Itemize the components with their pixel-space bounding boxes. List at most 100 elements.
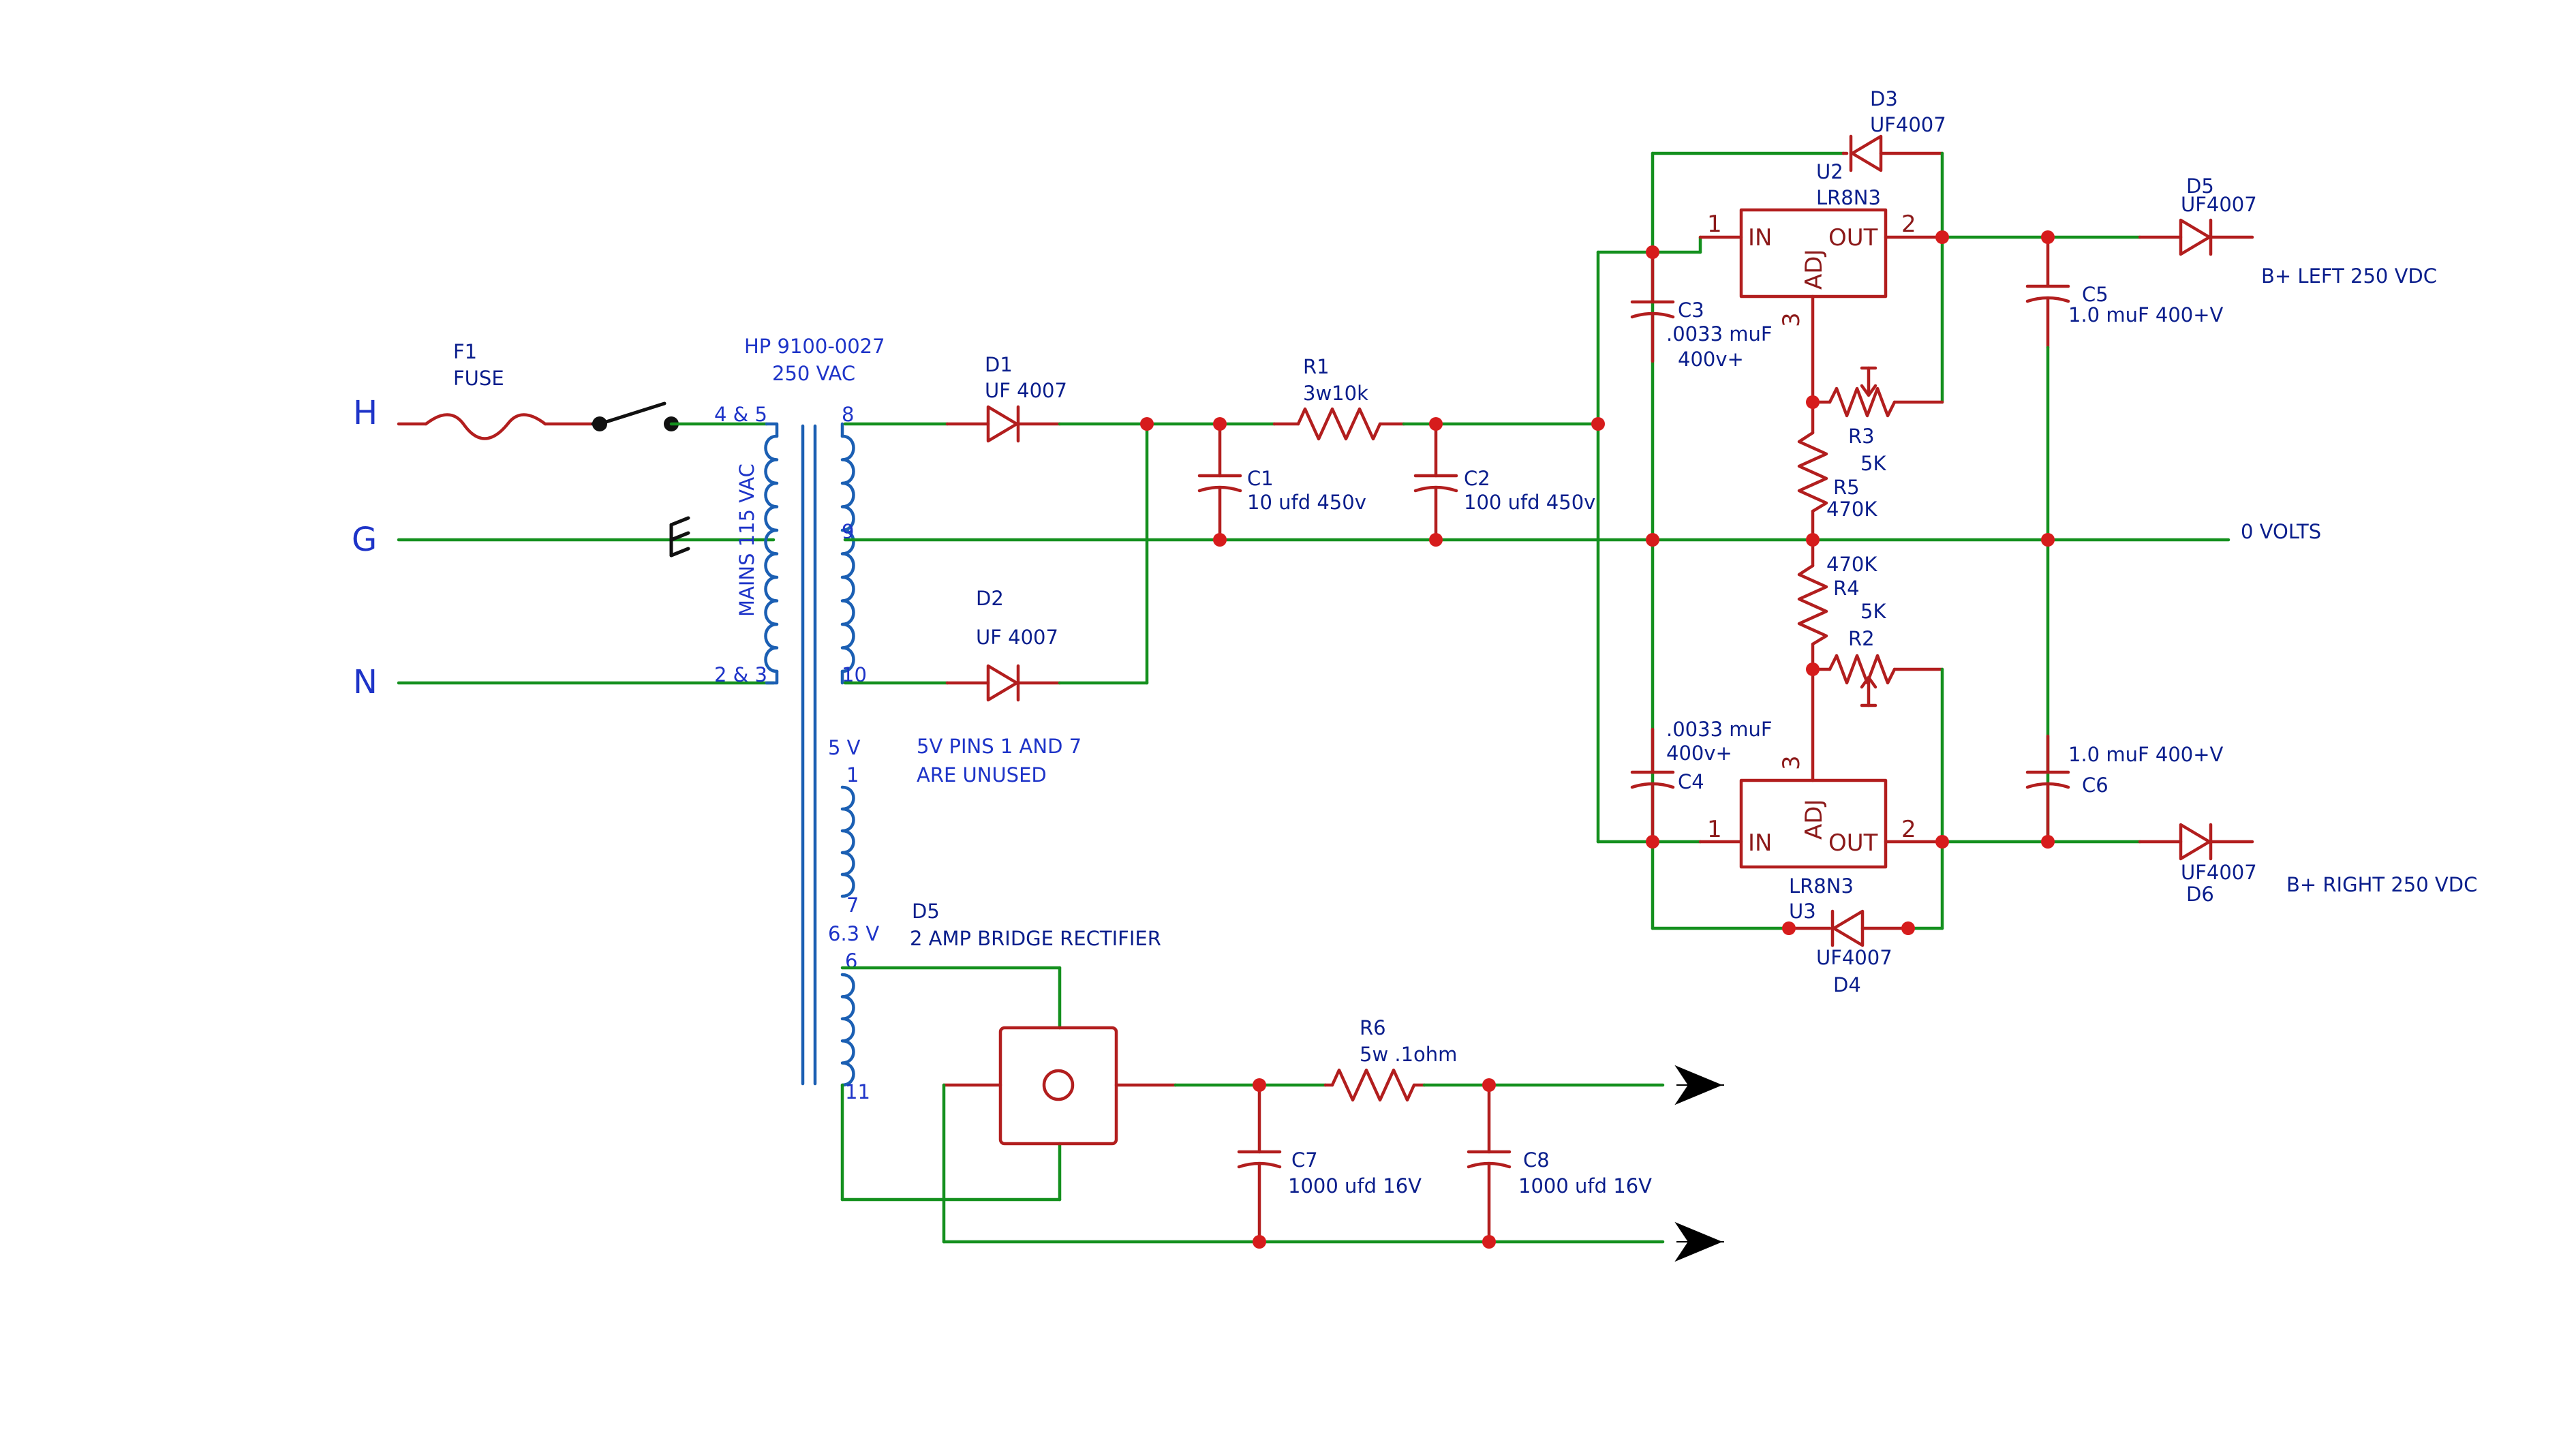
note-line-2: ARE UNUSED: [917, 763, 1047, 787]
zero-volts-label: 0 VOLTS: [2241, 520, 2321, 543]
bridge-rectifier: D5 2 AMP BRIDGE RECTIFIER: [910, 900, 1178, 1146]
r3-value: 5K: [1860, 452, 1886, 475]
right-regulator-section: 470K R4 5K R2 .0033 muF 400v+ C4: [1596, 520, 2477, 996]
u3-pin3: 3: [1778, 755, 1805, 770]
pin-7: 7: [846, 894, 859, 917]
output-right-label: B+ RIGHT 250 VDC: [2286, 873, 2477, 896]
c5-ref: C5: [2082, 283, 2109, 306]
d6-ref: D6: [2186, 883, 2214, 906]
hv-secondary-winding: [840, 434, 855, 673]
d2-ref: D2: [976, 587, 1004, 610]
c2-ref: C2: [1464, 467, 1490, 490]
c1-value: 10 ufd 450v: [1247, 491, 1366, 514]
primary-winding: [764, 434, 779, 673]
u2-adj-label: ADJ: [1800, 249, 1828, 290]
diode-d5: D5 UF4007: [2138, 174, 2257, 256]
note-line-1: 5V PINS 1 AND 7: [917, 735, 1082, 758]
mains-hot-label: H: [353, 394, 378, 432]
r4-ref: R4: [1833, 577, 1860, 600]
capacitor-c5: C5 1.0 muF 400+V: [2025, 235, 2224, 350]
output-left-label: B+ LEFT 250 VDC: [2261, 264, 2437, 288]
mains-input: H G N F1 FUSE: [352, 340, 776, 701]
pin-8: 8: [842, 403, 854, 426]
resistor-r1: R1 3w10k: [1272, 355, 1406, 441]
diode-d2: D2 UF 4007: [945, 587, 1062, 702]
chassis-ground-symbol: [669, 516, 690, 558]
c4-value: .0033 muF: [1666, 718, 1773, 741]
pin-11: 11: [845, 1080, 870, 1103]
heater-negative-arrow: [1674, 1221, 1724, 1262]
d6-value: UF4007: [2181, 861, 2257, 884]
u3-in-label: IN: [1748, 829, 1772, 857]
heater-positive-arrow: [1674, 1065, 1724, 1105]
power-switch: [592, 401, 679, 431]
c8-ref: C8: [1523, 1148, 1550, 1172]
c8-value: 1000 ufd 16V: [1518, 1174, 1652, 1198]
u2-pin2: 2: [1901, 211, 1916, 238]
u2-pin1: 1: [1707, 211, 1722, 238]
u3-pin2: 2: [1901, 816, 1916, 843]
transformer-primary-label: MAINS 115 VAC: [735, 463, 758, 617]
capacitor-c6: 1.0 muF 400+V C6: [2025, 734, 2224, 844]
hv-rectifier-filter: D1 UF 4007 D2 UF 4007 C1 10 ufd 450v: [843, 250, 2230, 844]
transformer: HP 9100-0027 250 VAC MAINS 115 VAC 4 & 5…: [714, 335, 1082, 1103]
d1-ref: D1: [985, 353, 1013, 376]
pins-4-5: 4 & 5: [714, 403, 767, 426]
pin-9: 9: [842, 520, 854, 543]
r2-ref: R2: [1848, 627, 1875, 650]
u2-in-label: IN: [1748, 224, 1772, 251]
c1-ref: C1: [1247, 467, 1274, 490]
r6-ref: R6: [1360, 1016, 1386, 1039]
d1-value: UF 4007: [985, 379, 1067, 402]
capacitor-c7: C7 1000 ufd 16V: [1237, 1083, 1422, 1244]
c6-value: 1.0 muF 400+V: [2068, 743, 2224, 766]
diode-d1: D1 UF 4007: [945, 353, 1067, 443]
bridge-ref: D5: [912, 900, 940, 923]
capacitor-c3: C3 .0033 muF 400v+: [1630, 250, 1773, 371]
c4-rating: 400v+: [1666, 742, 1732, 765]
u3-pin1: 1: [1707, 816, 1722, 843]
potentiometer-r2: 5K R2: [1811, 600, 1944, 707]
r3-ref: R3: [1848, 425, 1875, 448]
c6-ref: C6: [2082, 774, 2109, 797]
r1-ref: R1: [1303, 355, 1330, 378]
r4-value: 470K: [1826, 553, 1877, 576]
c7-value: 1000 ufd 16V: [1288, 1174, 1422, 1198]
u2-value: LR8N3: [1816, 186, 1881, 209]
c7-ref: C7: [1291, 1148, 1318, 1172]
u2-pin3: 3: [1778, 312, 1805, 327]
label-5v: 5 V: [828, 736, 861, 759]
u3-out-label: OUT: [1828, 829, 1878, 857]
fuse-f1: F1 FUSE: [397, 340, 602, 440]
regulator-u3: IN OUT ADJ 1 2 3 LR8N3 U3: [1698, 755, 1944, 923]
d4-value: UF4007: [1816, 946, 1892, 969]
r6-value: 5w .1ohm: [1360, 1043, 1457, 1066]
left-regulator-section: D3 UF4007 IN OUT ADJ 1 2 3 U2 LR8N3 C3 .…: [1596, 87, 2437, 930]
resistor-r6: R6 5w .1ohm: [1323, 1016, 1457, 1102]
c3-value: .0033 muF: [1666, 322, 1773, 346]
pin-1: 1: [846, 763, 859, 787]
d3-value: UF4007: [1870, 113, 1946, 136]
diode-d6: UF4007 D6: [2138, 823, 2257, 906]
capacitor-c2: C2 100 ufd 450v: [1413, 422, 1595, 542]
mains-neutral-label: N: [353, 663, 378, 701]
c3-rating: 400v+: [1678, 348, 1744, 371]
potentiometer-r3: R3 5K: [1811, 366, 1944, 475]
mains-ground-label: G: [352, 521, 377, 559]
label-6-3v: 6.3 V: [828, 922, 879, 945]
diode-d3: D3 UF4007: [1841, 87, 1946, 172]
r5-value: 470K: [1826, 498, 1877, 521]
junction-dots: [1140, 230, 2055, 1249]
bridge-value: 2 AMP BRIDGE RECTIFIER: [910, 927, 1161, 950]
r5-ref: R5: [1833, 476, 1860, 499]
fuse-name: FUSE: [453, 367, 504, 390]
transformer-part: HP 9100-0027: [744, 335, 885, 358]
u2-out-label: OUT: [1828, 224, 1878, 251]
heater-supply: D5 2 AMP BRIDGE RECTIFIER R6 5w .1ohm C7…: [840, 900, 1724, 1262]
r2-value: 5K: [1860, 600, 1886, 623]
d5-ref: D5: [2186, 174, 2214, 198]
u3-adj-label: ADJ: [1800, 799, 1828, 840]
d4-ref: D4: [1833, 973, 1861, 996]
